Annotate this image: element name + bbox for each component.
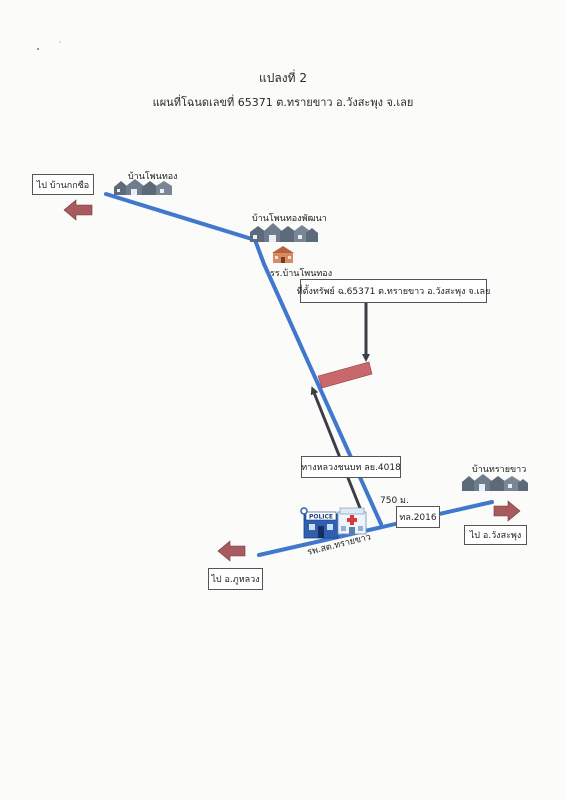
village-label-phon-thong: บ้านโพนทอง	[128, 172, 178, 182]
arrow-left-icon	[63, 199, 93, 221]
village-houses-icon	[462, 474, 528, 491]
direction-box-phu-luang: ไป อ.ภูหลวง	[208, 568, 263, 590]
distance-label: 750 ม.	[380, 496, 409, 506]
village-houses-icon	[250, 223, 318, 242]
road-pointer-arrow	[310, 386, 362, 509]
police-station-icon: POLICE	[300, 507, 339, 539]
village-houses-icon	[114, 179, 172, 195]
direction-box-wang-saphung: ไป อ.วังสะพุง	[464, 525, 527, 545]
direction-box-ban-nok-sue: ไป บ้านกกซือ	[32, 174, 94, 195]
map-subtitle: แผนที่โฉนดเลขที่ 65371 ต.ทรายขาว อ.วังสะ…	[152, 96, 414, 109]
road-line	[104, 192, 383, 526]
arrow-right-icon	[493, 500, 521, 522]
scan-dot	[37, 48, 39, 50]
police-sign-text: POLICE	[309, 514, 333, 521]
village-label-sai-khao: บ้านทรายขาว	[472, 465, 527, 475]
highway-line	[257, 500, 494, 557]
arrow-left-icon	[217, 540, 246, 562]
property-parcel	[317, 361, 373, 389]
hospital-icon	[337, 507, 367, 535]
highway-box: ทล.2016	[396, 506, 440, 528]
plot-title: แปลงที่ 2	[259, 71, 307, 85]
scan-dot	[59, 41, 61, 43]
school-label: รร.บ้านโพนทอง	[270, 269, 333, 279]
school-icon	[272, 246, 294, 263]
village-label-phon-thong-phatthana: บ้านโพนทองพัฒนา	[252, 214, 327, 224]
property-location-box: ที่ตั้งทรัพย์ ฉ.65371 ต.ทรายขาว อ.วังสะพ…	[297, 279, 490, 303]
rural-road-box: ทางหลวงชนบท ลย.4018	[301, 456, 401, 478]
